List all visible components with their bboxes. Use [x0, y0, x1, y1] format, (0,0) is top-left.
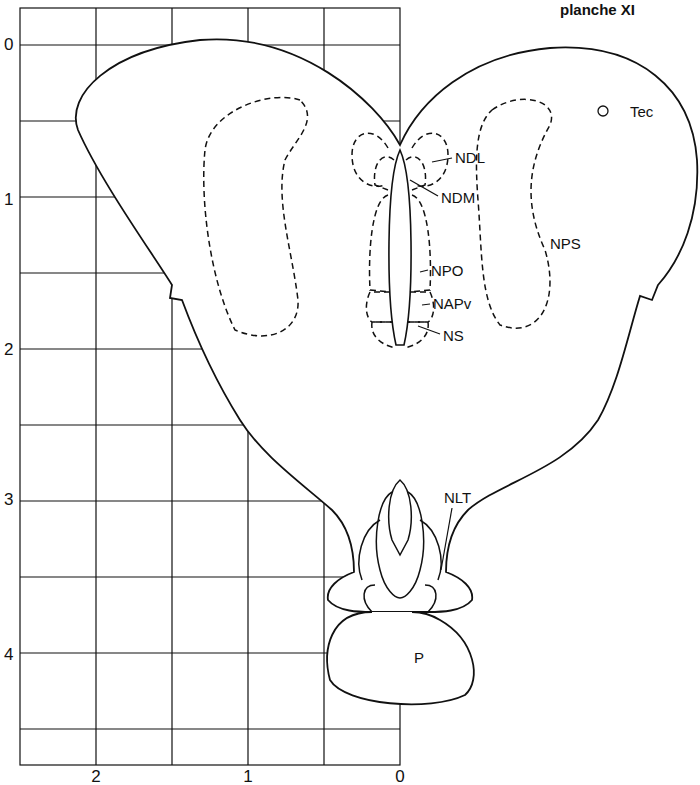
- leader-lines: [410, 158, 452, 570]
- axis-number: 2: [91, 768, 100, 785]
- brain-outline: [76, 39, 698, 704]
- region-label: P: [414, 650, 424, 665]
- ventricle: [389, 150, 411, 345]
- nucleus-label: NPS: [550, 236, 581, 251]
- nucleus-label: NLT: [444, 490, 471, 505]
- axis-number: 1: [4, 191, 13, 208]
- region-label: Tec: [630, 104, 653, 119]
- nucleus-outlines: [204, 97, 552, 348]
- axis-number: 1: [243, 768, 252, 785]
- nucleus-label: NS: [443, 328, 464, 343]
- axis-number: 4: [4, 646, 13, 663]
- axis-number: 2: [4, 341, 13, 358]
- nucleus-label: NDM: [441, 190, 475, 205]
- plate-title: planche XI: [560, 2, 635, 17]
- nucleus-label: NDL: [455, 150, 485, 165]
- axis-number: 3: [4, 491, 13, 508]
- marker-circle: [598, 106, 608, 116]
- axis-number: 0: [395, 768, 404, 785]
- axis-number: 0: [4, 36, 13, 53]
- hypothalamus-lobes: [359, 480, 441, 612]
- nucleus-label: NAPv: [433, 296, 471, 311]
- nucleus-label: NPO: [431, 263, 464, 278]
